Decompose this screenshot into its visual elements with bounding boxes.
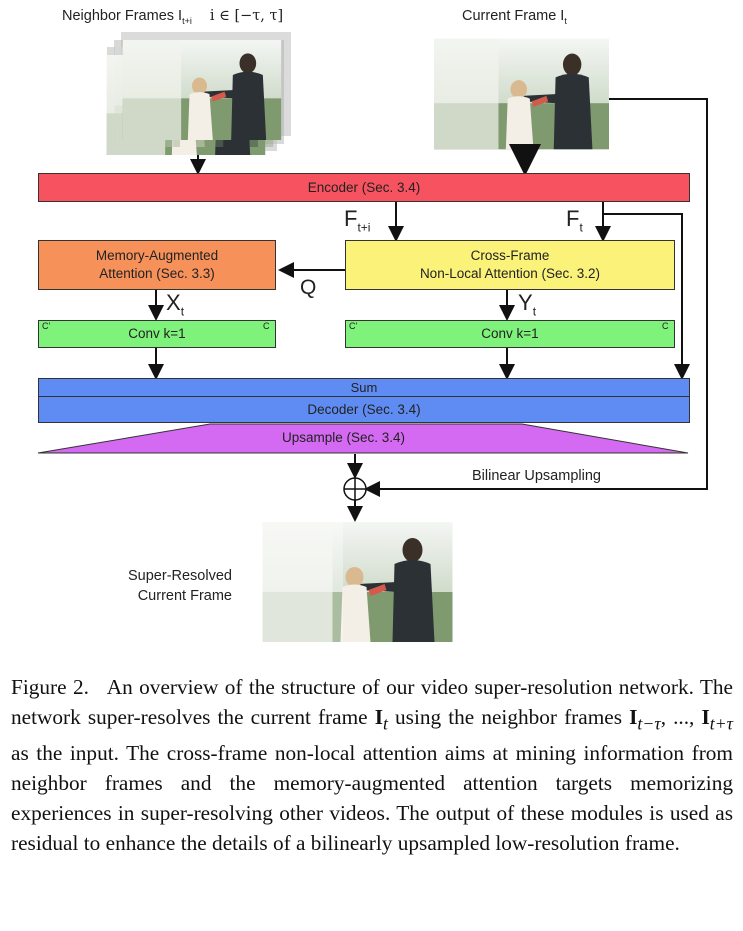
conv-right-block: Conv k=1: [345, 320, 675, 348]
upsample-label: Upsample (Sec. 3.4): [282, 430, 406, 445]
caption-text-2: using the neighbor frames: [395, 705, 623, 729]
current-frame-label: Current Frame It: [462, 8, 567, 26]
figure-caption: Figure 2. An overview of the structure o…: [11, 675, 734, 856]
upsample-shape: [37, 423, 689, 454]
output-label: Super-Resolved Current Frame: [128, 568, 232, 604]
neighbor-frames-stack: [106, 32, 291, 155]
sum-block: Sum: [38, 378, 690, 397]
neighbor-frames-label: Neighbor Frames It+i i ∈ [−τ, τ]: [62, 8, 284, 26]
memory-attention-block: Memory-Augmented Attention (Sec. 3.3): [38, 240, 276, 290]
f-neighbor-label: Ft+i: [344, 206, 371, 235]
x-label: Xt: [166, 290, 185, 319]
conv-left-c-prime: C': [42, 321, 51, 331]
q-label: Q: [300, 276, 317, 299]
architecture-figure: Neighbor Frames It+i i ∈ [−τ, τ] Current…: [37, 8, 708, 642]
cross-frame-attention-block: Cross-Frame Non-Local Attention (Sec. 3.…: [345, 240, 675, 290]
addition-operator: [343, 477, 367, 501]
decoder-block: Decoder (Sec. 3.4): [38, 396, 690, 423]
y-label: Yt: [518, 290, 537, 319]
encoder-label: Encoder (Sec. 3.4): [307, 179, 421, 195]
caption-label: Figure 2.: [11, 675, 89, 699]
f-current-label: Ft: [566, 206, 583, 235]
caption-text-3: as the input. The cross-frame non-local …: [11, 741, 733, 856]
diagram-svg: [37, 32, 708, 642]
conv-right-c-prime: C': [349, 321, 358, 331]
caption-text-1: An overview of the structure of our vide…: [11, 675, 733, 729]
conv-left-block: Conv k=1: [38, 320, 276, 348]
bilinear-upsampling-label: Bilinear Upsampling: [472, 468, 601, 484]
encoder-block: Encoder (Sec. 3.4): [38, 173, 690, 202]
conv-left-c: C: [263, 321, 270, 331]
conv-right-c: C: [662, 321, 669, 331]
current-frame-image: [434, 38, 609, 150]
